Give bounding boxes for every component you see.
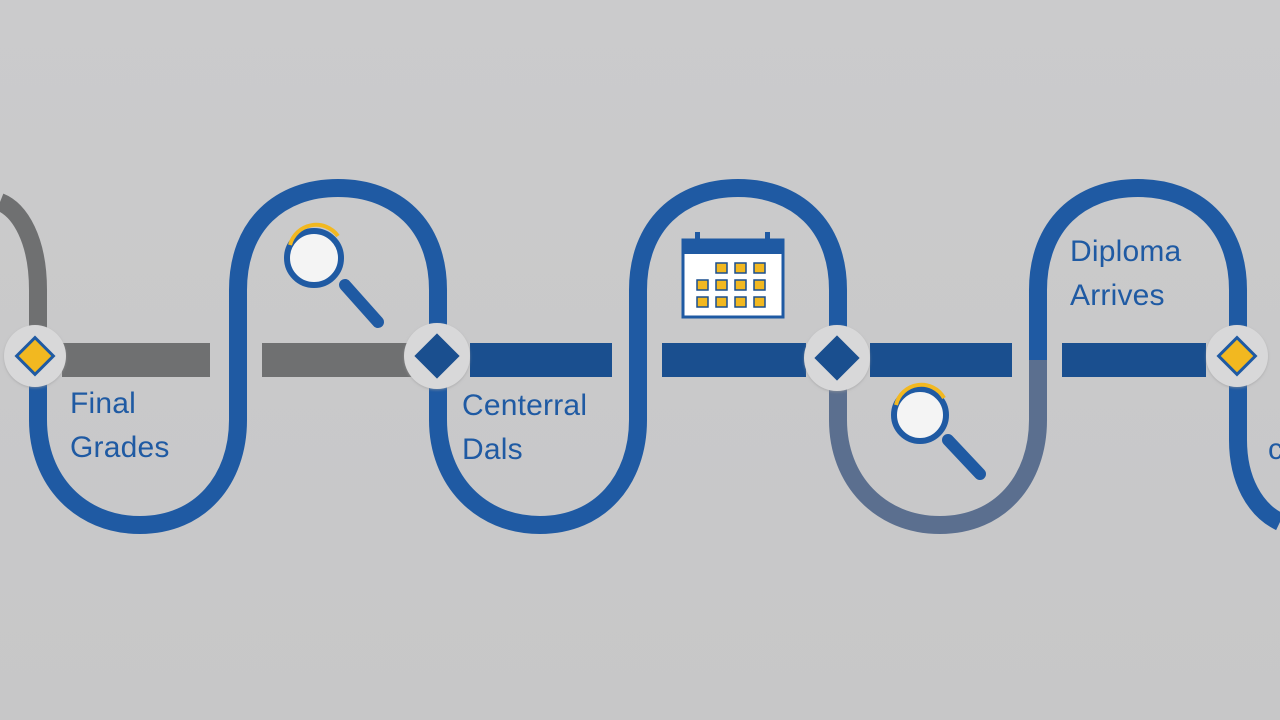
milestone-node-final-grades: [4, 325, 66, 387]
path-arc-blue: [429, 345, 647, 535]
track-segment: [870, 343, 1012, 377]
milestone-label-central-dates: Centerral Dals: [462, 384, 587, 472]
track-segment: [262, 343, 412, 377]
horizontal-track: [62, 343, 1206, 377]
label-line: Arrives: [1070, 279, 1165, 312]
path-arc-blue: [1229, 345, 1280, 531]
track-segment: [1062, 343, 1206, 377]
magnifier-icon: [284, 222, 384, 328]
milestone-node-diploma-arrives: [1206, 325, 1268, 387]
label-line: c: [1268, 433, 1280, 466]
path-arc-blue: [629, 178, 847, 360]
edge-label-fragment: c: [1268, 428, 1280, 472]
milestone-node-central-dates: [404, 323, 470, 389]
milestone-node-review: [804, 325, 870, 391]
label-line: Grades: [70, 431, 170, 464]
path-arc-blue: [229, 178, 447, 360]
path-arc-blue: [29, 345, 247, 535]
milestone-label-final-grades: Final Grades: [70, 382, 170, 470]
track-segment: [62, 343, 210, 377]
label-line: Final: [70, 387, 137, 420]
track-segment: [662, 343, 806, 377]
serpentine-path: [0, 178, 1280, 535]
label-line: Dals: [462, 433, 523, 466]
milestone-nodes: [4, 323, 1268, 391]
milestone-label-diploma-arrives: Diploma Arrives: [1070, 230, 1181, 318]
track-segment: [470, 343, 612, 377]
magnifier-icon: [891, 382, 986, 480]
path-arc-blue-gray: [829, 345, 1047, 535]
path-arc-blue: [1029, 178, 1247, 360]
label-line: Diploma: [1070, 235, 1182, 268]
label-line: Centerral: [462, 389, 588, 422]
calendar-icon: [681, 232, 785, 319]
path-arc-gray-left: [0, 193, 47, 345]
